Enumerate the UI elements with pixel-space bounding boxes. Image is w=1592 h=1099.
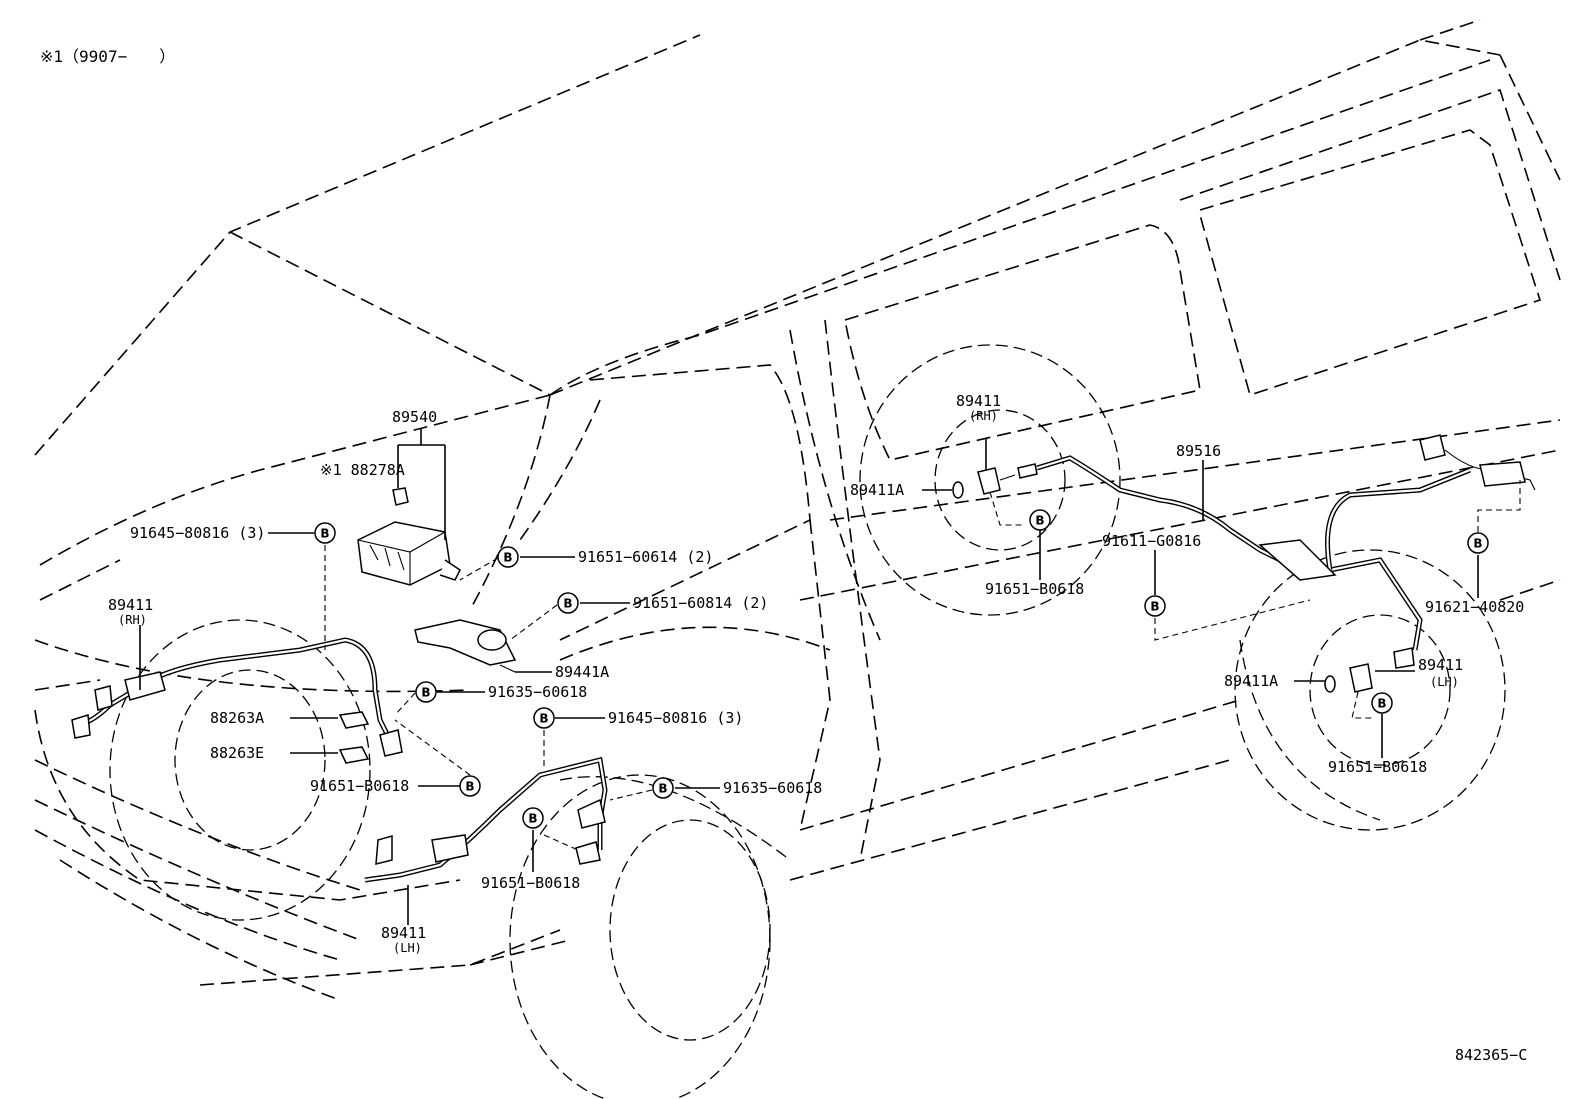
svg-text:B: B — [1035, 514, 1044, 528]
bolt-symbols: B B B B B B B B B B B B — [314, 509, 1489, 829]
label-89411-rear-lh-side: (LH) — [1430, 675, 1459, 689]
label-89411a-rear-rh: 89411A — [850, 481, 904, 499]
label-91645-80816-mid: 91645−80816 (3) — [608, 709, 743, 727]
label-91651-b0618-lower: 91651−B0618 — [481, 874, 580, 892]
sensor-bracket — [414, 619, 517, 673]
leader-lines — [139, 428, 1521, 925]
label-89411a-rear-lh: 89411A — [1224, 672, 1278, 690]
svg-text:B: B — [320, 527, 329, 541]
label-89411-front-rh-side: (RH) — [118, 613, 147, 627]
label-89411-front-lh: 89411 — [381, 924, 426, 942]
rear-rh-sensor — [952, 463, 1038, 499]
svg-text:B: B — [1473, 537, 1482, 551]
rear-wire-harness-89516 — [1036, 434, 1536, 669]
bolt-symbol-91645-top-left: B — [314, 522, 336, 544]
label-91645-80816-top-left: 91645−80816 (3) — [130, 524, 265, 542]
bolt-symbol-91651-60614: B — [497, 546, 519, 568]
relay-88263e — [338, 746, 370, 764]
label-91651-b0618-rear-lh: 91651−B0618 — [1328, 758, 1427, 776]
svg-text:B: B — [503, 551, 512, 565]
front-lh-wire-harness — [364, 756, 608, 883]
svg-text:B: B — [465, 780, 474, 794]
label-91651-b0618-front: 91651−B0618 — [310, 777, 409, 795]
bolt-symbol-91645-mid: B — [533, 707, 555, 729]
label-89411-rear-lh: 89411 — [1418, 656, 1463, 674]
svg-text:B: B — [539, 712, 548, 726]
label-88278a: ※1 88278A — [320, 461, 405, 479]
abs-computer — [357, 521, 461, 586]
rear-lh-sensor — [1324, 663, 1373, 693]
front-rh-wire-harness — [71, 637, 403, 757]
relay-88263a — [338, 711, 370, 729]
diagram-code: 842365−C — [1455, 1046, 1527, 1064]
svg-text:B: B — [1377, 697, 1386, 711]
part-labels: ※1（9907− ） 89540 ※1 88278A 91645−80816 (… — [40, 47, 1527, 1064]
label-91635-60618-lower: 91635−60618 — [723, 779, 822, 797]
vehicle-body-outline — [34, 19, 1561, 1001]
bolt-symbol-91611: B — [1144, 595, 1166, 617]
label-91611-g0816: 91611−G0816 — [1102, 532, 1201, 550]
label-91621-40820: 91621−40820 — [1425, 598, 1524, 616]
label-91651-b0618-rear-rh: 91651−B0618 — [985, 580, 1084, 598]
svg-text:B: B — [421, 686, 430, 700]
bolt-symbol-91635-upper: B — [415, 681, 437, 703]
label-91651-60614: 91651−60614 (2) — [578, 548, 713, 566]
svg-text:B: B — [528, 812, 537, 826]
label-88263e: 88263E — [210, 744, 264, 762]
bolt-symbol-91651-b0618-lower: B — [522, 807, 544, 829]
bolt-symbol-91621: B — [1467, 532, 1489, 554]
label-91635-60618-upper: 91635−60618 — [488, 683, 587, 701]
bolt-symbol-91651-b0618-rear-rh: B — [1029, 509, 1051, 531]
svg-text:B: B — [1150, 600, 1159, 614]
label-89540: 89540 — [392, 408, 437, 426]
relay-88278a — [392, 487, 409, 506]
label-89411-rear-rh: 89411 — [956, 392, 1001, 410]
label-91651-60814: 91651−60814 (2) — [633, 594, 768, 612]
label-89516: 89516 — [1176, 442, 1221, 460]
label-89411-front-lh-side: (LH) — [393, 941, 422, 955]
label-89411-rear-rh-side: (RH) — [969, 409, 998, 423]
bolt-symbol-91651-b0618-front: B — [459, 775, 481, 797]
label-88263a: 88263A — [210, 709, 264, 727]
svg-text:B: B — [563, 597, 572, 611]
label-89411-front-rh: 89411 — [108, 596, 153, 614]
bolt-symbol-91635-lower: B — [652, 777, 674, 799]
bolt-symbol-91651-b0618-rear-lh: B — [1371, 692, 1393, 714]
label-89441a: 89441A — [555, 663, 609, 681]
applicability-note: ※1（9907− ） — [40, 47, 175, 66]
wheels — [109, 344, 1506, 1099]
svg-text:B: B — [658, 782, 667, 796]
bolt-symbol-91651-60814: B — [557, 592, 579, 614]
